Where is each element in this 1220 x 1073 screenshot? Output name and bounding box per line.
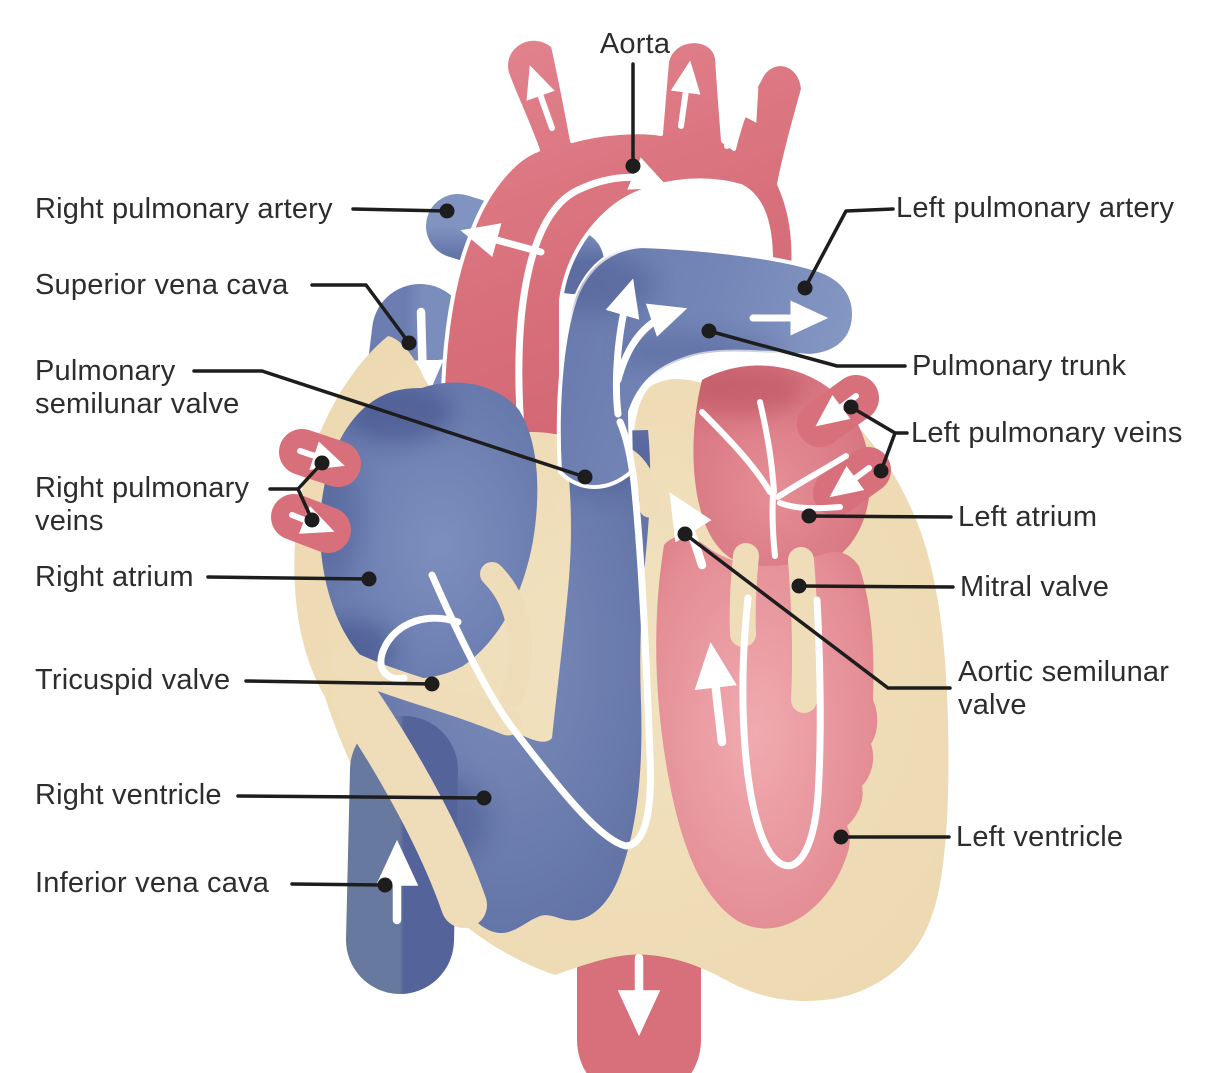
aorta-shape xyxy=(440,36,805,562)
label-line: semilunar valve xyxy=(35,388,240,420)
leader-mitral-valve xyxy=(791,578,955,594)
pulmonary-trunk-flow-arrow-up xyxy=(605,278,640,418)
right-pulmonary-artery-flow-arrow xyxy=(460,223,545,258)
aorta-branch2-flow-arrow xyxy=(670,60,701,129)
left-atrium-tree-4 xyxy=(777,500,843,512)
leader-aortic-semilunar-valve xyxy=(677,526,952,690)
right-ventricle-flow-line xyxy=(428,418,654,850)
left-atrium-tree-1 xyxy=(699,409,773,495)
leader-aorta xyxy=(625,62,641,174)
label-right-atrium: Right atrium xyxy=(35,561,194,593)
superior-vena-cava-flow-arrow xyxy=(401,307,444,407)
leader-left-ventricle xyxy=(833,829,951,845)
leader-pulmonary-trunk xyxy=(701,323,907,368)
label-superior-vena-cava: Superior vena cava xyxy=(35,269,289,301)
aorta-branch1-flow-arrow xyxy=(526,65,555,131)
label-aortic-semilunar-valve: Aortic semilunar valve xyxy=(958,656,1169,722)
label-right-pulmonary-artery: Right pulmonary artery xyxy=(35,193,333,225)
leader-lines xyxy=(192,62,955,893)
left-pulmonary-vein-flow-arrow-1 xyxy=(815,393,859,427)
leader-right-pulmonary-artery xyxy=(351,203,455,219)
label-line: Aortic semilunar xyxy=(958,656,1170,688)
label-aorta: Aorta xyxy=(599,28,671,60)
leader-right-pulmonary-veins xyxy=(268,455,330,528)
label-tricuspid-valve: Tricuspid valve xyxy=(35,664,231,696)
leader-left-atrium xyxy=(801,508,953,524)
label-left-ventricle: Left ventricle xyxy=(956,821,1124,853)
leader-left-pulmonary-veins xyxy=(843,399,909,479)
left-ventricle-loop xyxy=(739,594,824,870)
leader-pulmonary-semilunar-valve xyxy=(192,369,593,485)
label-line: valve xyxy=(958,689,1027,721)
leader-tricuspid-valve xyxy=(244,676,440,692)
label-inferior-vena-cava: Inferior vena cava xyxy=(35,867,270,899)
aorta-arch-flow-arrow xyxy=(515,157,669,434)
blood-flow-lines xyxy=(377,399,849,870)
label-left-pulmonary-artery: Left pulmonary artery xyxy=(896,192,1175,224)
label-left-atrium: Left atrium xyxy=(958,501,1098,533)
label-mitral-valve: Mitral valve xyxy=(960,571,1110,603)
aorta-branch3-flow-arrow xyxy=(724,87,759,149)
label-line: veins xyxy=(35,505,104,537)
leader-left-pulmonary-artery xyxy=(797,207,895,296)
left-atrium-tree-2 xyxy=(757,399,777,495)
leader-inferior-vena-cava xyxy=(290,877,393,893)
label-line: Pulmonary xyxy=(35,355,176,387)
label-line: Right pulmonary xyxy=(35,472,250,504)
tricuspid-valve-shape xyxy=(330,562,533,736)
left-atrium-shape xyxy=(693,365,871,571)
label-left-pulmonary-veins: Left pulmonary veins xyxy=(911,417,1183,449)
leader-superior-vena-cava xyxy=(310,283,417,351)
left-atrium-tree-3 xyxy=(775,453,849,500)
left-ventricle-flow-arrow xyxy=(694,642,737,747)
label-right-ventricle: Right ventricle xyxy=(35,779,222,811)
left-atrium-stem xyxy=(769,491,778,559)
label-pulmonary-trunk: Pulmonary trunk xyxy=(912,350,1127,382)
leader-right-ventricle xyxy=(236,790,492,806)
label-pulmonary-semilunar-valve: Pulmonary semilunar valve xyxy=(35,355,239,421)
right-atrium-flow-curl xyxy=(377,614,462,683)
left-pulmonary-vein-flow-arrow-2 xyxy=(829,465,872,498)
leader-right-atrium xyxy=(206,571,377,587)
pulmonary-trunk-flow-arrow-right xyxy=(614,303,688,384)
label-right-pulmonary-veins: Right pulmonary veins xyxy=(35,472,249,538)
